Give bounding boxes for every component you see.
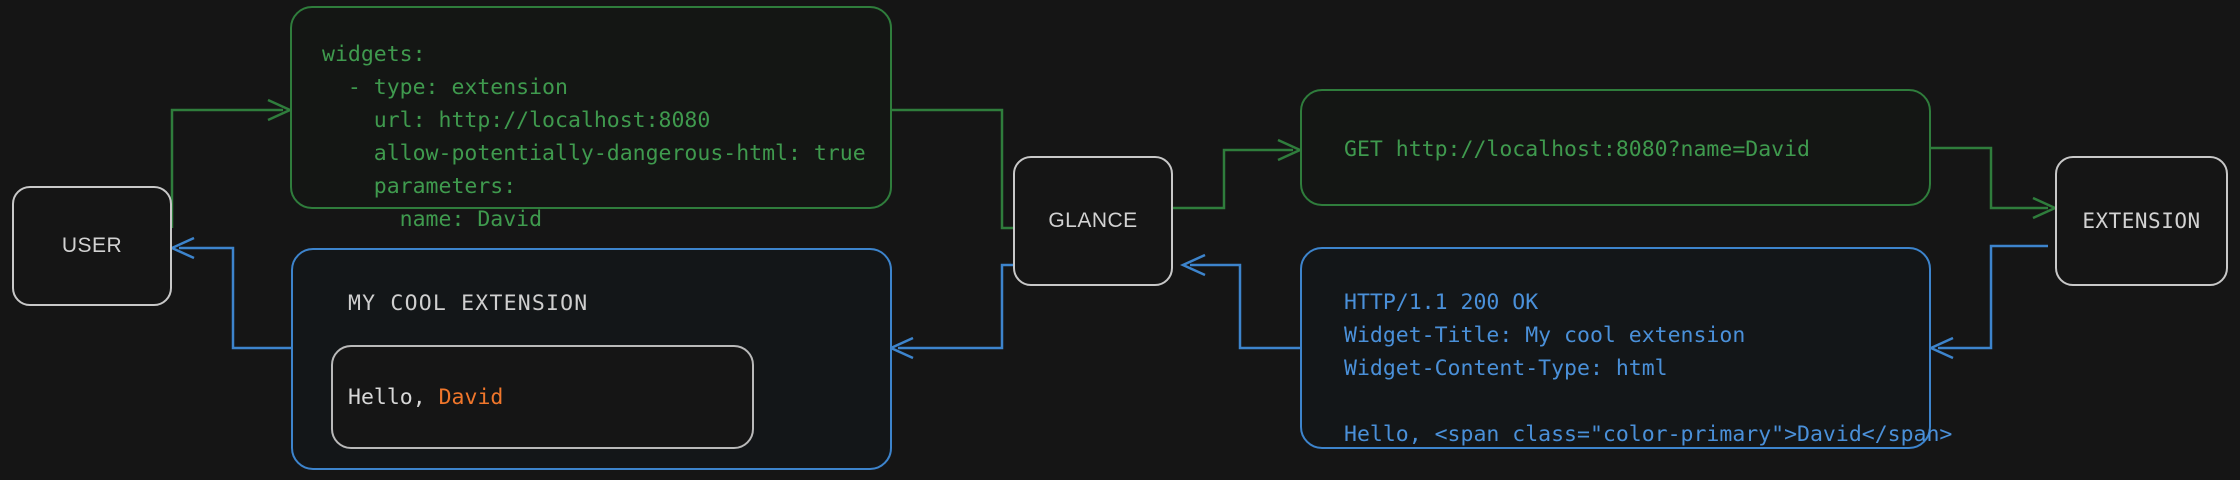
http-request-code: GET http://localhost:8080?name=David — [1344, 137, 1810, 162]
message-http-request[interactable]: GET http://localhost:8080?name=David — [1300, 89, 1931, 206]
node-user[interactable]: USER — [12, 186, 172, 306]
widget-preview-title: MY COOL EXTENSION — [348, 291, 589, 316]
config-yaml-code: widgets: - type: extension url: http://l… — [322, 42, 866, 232]
arrow-widget-to-user — [168, 236, 291, 350]
http-response-code: HTTP/1.1 200 OK Widget-Title: My cool ex… — [1344, 290, 1953, 447]
arrow-user-to-config — [170, 98, 294, 228]
arrow-http-request-to-extension — [1931, 146, 2059, 220]
node-glance[interactable]: GLANCE — [1013, 156, 1173, 286]
widget-preview-greeting: Hello, David — [348, 385, 503, 410]
node-glance-label: GLANCE — [1048, 209, 1138, 232]
arrow-http-response-to-glance — [1179, 253, 1300, 350]
message-config-yaml[interactable]: widgets: - type: extension url: http://l… — [290, 6, 892, 232]
node-extension[interactable]: EXTENSION — [2055, 156, 2228, 286]
message-http-response[interactable]: HTTP/1.1 200 OK Widget-Title: My cool ex… — [1300, 247, 1952, 449]
greeting-prefix: Hello, — [348, 385, 439, 410]
greeting-name: David — [438, 385, 504, 410]
arrow-glance-to-http-request — [1173, 138, 1304, 210]
node-extension-label: EXTENSION — [2082, 209, 2201, 233]
node-user-label: USER — [61, 234, 123, 257]
widget-preview-body — [331, 345, 754, 449]
